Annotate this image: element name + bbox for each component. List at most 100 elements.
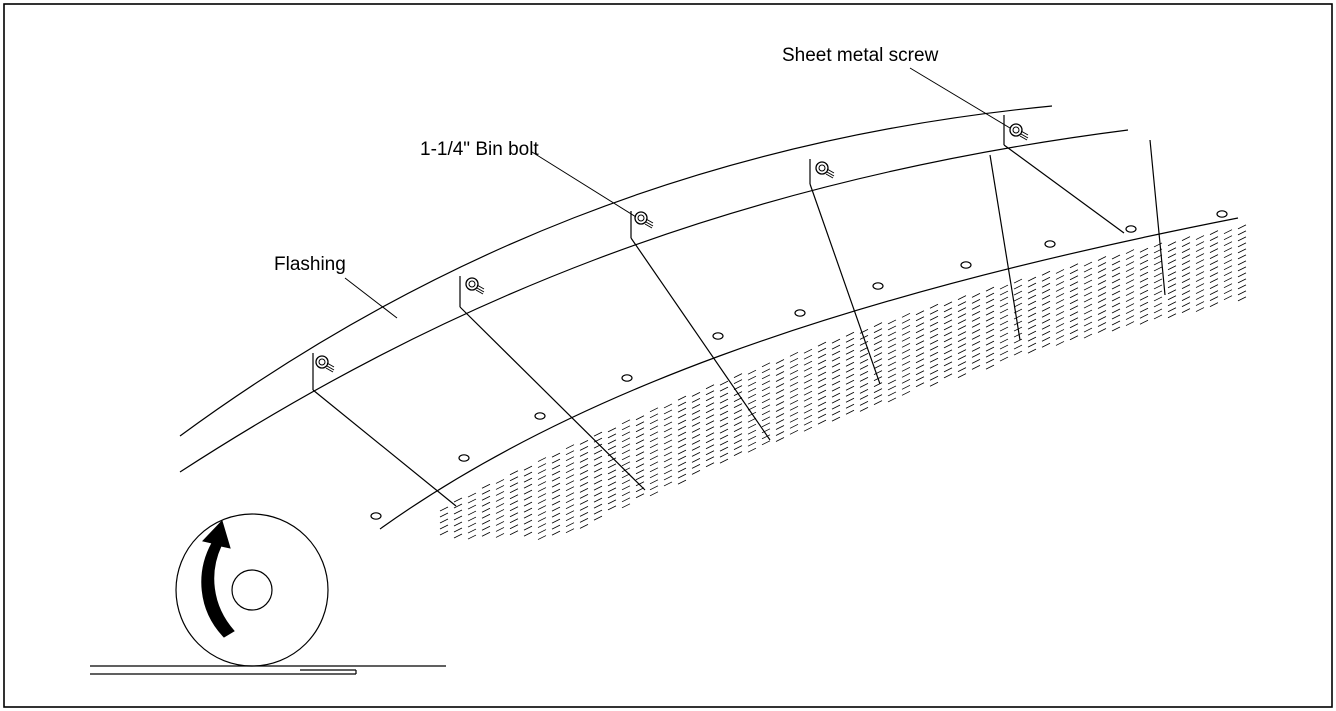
hatch-mark: [803, 372, 813, 378]
hatch-mark: [1069, 263, 1079, 269]
hatch-mark: [663, 463, 673, 469]
hatch-mark: [775, 437, 785, 442]
hatch-mark: [1139, 271, 1149, 277]
sheet-metal-screws: [370, 210, 1228, 520]
hatch-mark: [901, 342, 911, 348]
hatch-mark: [705, 402, 715, 408]
hatch-mark: [565, 468, 575, 474]
hatch-mark: [453, 527, 463, 533]
hatch-mark: [649, 491, 659, 497]
hatch-mark: [887, 391, 897, 397]
hatch-mark: [943, 319, 953, 325]
hatch-mark: [1237, 236, 1247, 242]
hatch-mark: [635, 439, 645, 445]
hatch-mark: [999, 302, 1009, 308]
hatch-mark: [1153, 242, 1163, 248]
hatch-mark: [635, 469, 645, 475]
hatch-mark: [1139, 247, 1149, 253]
hatch-mark: [1153, 302, 1163, 308]
hatch-mark: [789, 375, 799, 381]
hatch-mark: [705, 444, 715, 450]
hatch-mark: [1139, 259, 1149, 265]
hatch-mark: [523, 513, 533, 519]
hatch-mark: [467, 498, 477, 504]
hatch-mark: [1237, 284, 1247, 290]
hatch-mark: [1167, 247, 1177, 253]
hatch-mark: [789, 387, 799, 393]
hatch-mark: [565, 486, 575, 492]
hatch-mark: [985, 328, 995, 334]
hatch-mark: [859, 389, 869, 394]
hatch-mark: [789, 357, 799, 363]
hatch-mark: [761, 428, 771, 434]
hatch-mark: [1139, 295, 1149, 301]
hatch-mark: [1125, 291, 1135, 296]
hatch-mark: [1097, 286, 1107, 291]
hatch-mark: [453, 503, 463, 509]
hatch-mark: [579, 457, 589, 463]
hatch-mark: [691, 458, 701, 463]
hatch-mark: [887, 343, 897, 349]
hatch-mark: [985, 334, 995, 340]
hatch-mark: [733, 397, 743, 402]
hatch-mark: [1209, 248, 1219, 253]
hatch-mark: [985, 310, 995, 316]
hatch-mark: [747, 411, 757, 417]
hatch-mark: [747, 381, 757, 387]
hatch-mark: [523, 465, 533, 471]
hatch-mark: [887, 367, 897, 373]
hatch-mark: [1153, 254, 1163, 260]
hatch-mark: [747, 375, 757, 381]
hatch-mark: [887, 319, 897, 325]
hatch-mark: [565, 504, 575, 510]
hatch-mark: [495, 497, 505, 502]
hatch-mark: [1027, 300, 1037, 306]
hatch-mark: [621, 497, 631, 503]
hatch-mark: [1223, 229, 1233, 235]
hatch-mark: [635, 445, 645, 451]
hatch-mark: [565, 510, 575, 516]
hatch-mark: [1237, 296, 1247, 302]
hatch-mark: [719, 398, 729, 404]
hatch-mark: [971, 352, 981, 358]
hatch-mark: [579, 487, 589, 493]
hatch-mark: [943, 307, 953, 313]
hatch-mark: [1055, 335, 1065, 340]
hatch-mark: [761, 362, 771, 368]
hatch-mark: [1083, 333, 1093, 339]
hatch-mark: [803, 414, 813, 420]
hatch-mark: [467, 528, 477, 534]
hatch-mark: [999, 326, 1009, 332]
hatch-mark: [985, 346, 995, 352]
hatch-mark: [481, 495, 491, 501]
hatch-mark: [607, 433, 617, 439]
hatch-mark: [663, 475, 673, 481]
hatch-mark: [719, 422, 729, 428]
hatch-mark: [691, 404, 701, 409]
hatch-mark: [817, 407, 827, 413]
hatch-mark: [1069, 275, 1079, 281]
hatch-mark: [831, 362, 841, 368]
hatch-mark: [915, 382, 925, 388]
hatch-mark: [761, 368, 771, 374]
hatch-mark: [789, 417, 799, 423]
hatch-mark: [999, 308, 1009, 314]
hatch-mark: [691, 428, 701, 433]
hatch-mark: [579, 445, 589, 451]
hatch-mark: [705, 420, 715, 426]
hatch-mark: [467, 522, 477, 528]
hatch-mark: [733, 445, 743, 450]
hatch-mark: [1195, 259, 1205, 264]
hatch-mark: [1209, 242, 1219, 247]
hatch-mark: [593, 455, 603, 461]
hatch-mark: [705, 384, 715, 390]
hatch-mark: [1167, 301, 1177, 307]
hatch-mark: [901, 318, 911, 324]
hatch-mark: [509, 476, 519, 482]
hatch-mark: [733, 439, 743, 444]
hatch-mark: [1209, 278, 1219, 283]
hatch-mark: [957, 331, 967, 336]
hatch-mark: [943, 313, 953, 319]
hatch-mark: [817, 347, 827, 353]
hatch-mark: [761, 410, 771, 416]
